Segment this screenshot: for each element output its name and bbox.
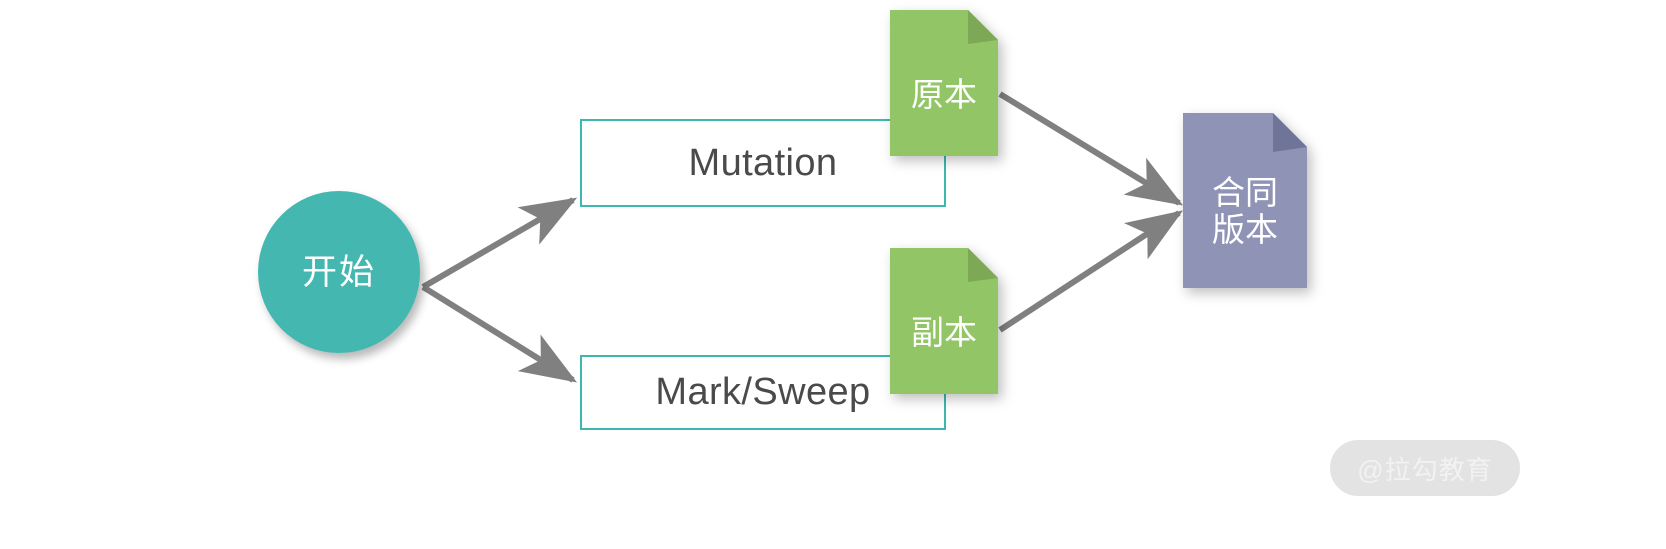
start-node-label: 开始 bbox=[301, 252, 376, 292]
start-node[interactable]: 开始 bbox=[258, 191, 420, 353]
document-node-copy[interactable]: 副本 bbox=[890, 248, 998, 394]
document-node-merged[interactable]: 合同 版本 bbox=[1183, 113, 1307, 288]
document-icon bbox=[890, 10, 998, 156]
process-box-mutation[interactable]: Mutation bbox=[580, 119, 946, 207]
edge-original-to-merged bbox=[998, 91, 1184, 206]
process-box-mark-sweep[interactable]: Mark/Sweep bbox=[580, 355, 946, 430]
document-icon bbox=[890, 248, 998, 394]
edge-start-to-mutation bbox=[421, 197, 578, 290]
process-box-mutation-label: Mutation bbox=[688, 141, 838, 184]
edge-start-to-mark-sweep bbox=[421, 284, 578, 383]
watermark: @拉勾教育 bbox=[1330, 440, 1520, 496]
process-box-mark-sweep-label: Mark/Sweep bbox=[655, 371, 871, 413]
document-icon bbox=[1183, 113, 1307, 288]
document-node-original[interactable]: 原本 bbox=[890, 10, 998, 156]
edge-copy-to-merged bbox=[998, 210, 1184, 333]
watermark-text: @拉勾教育 bbox=[1357, 454, 1493, 485]
